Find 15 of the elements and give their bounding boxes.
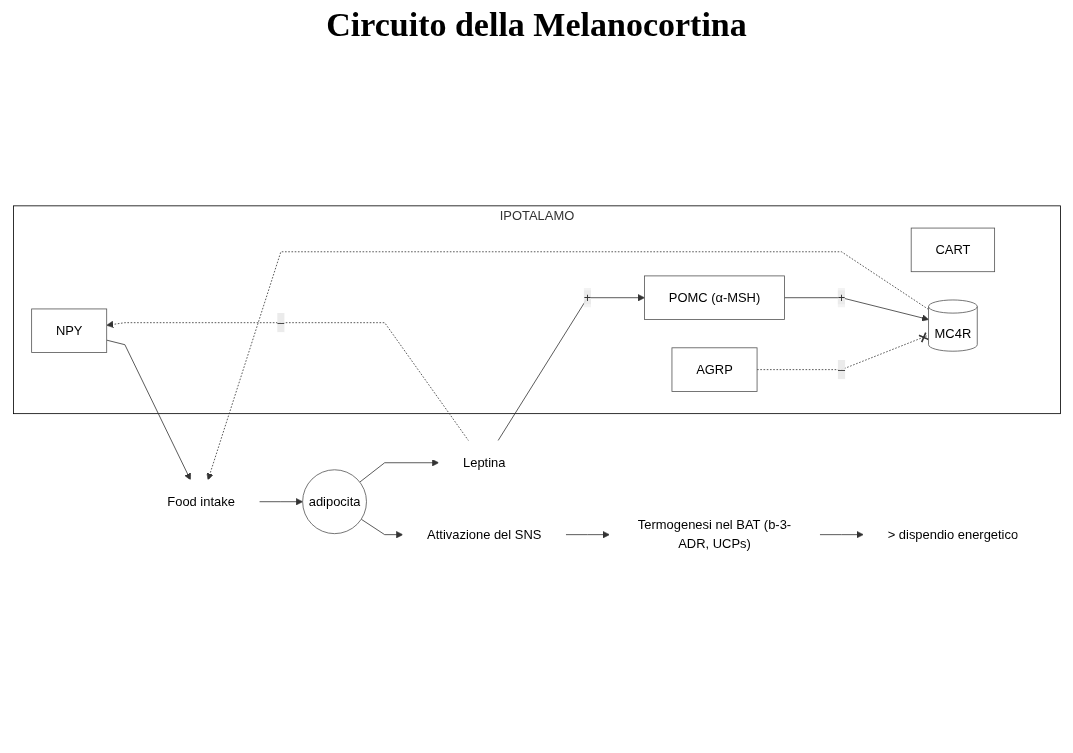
- node-text: Leptina: [462, 455, 505, 470]
- edge-label: +: [583, 290, 591, 305]
- node-box: POMC (α-MSH): [643, 275, 785, 320]
- node-box: CART: [910, 227, 995, 273]
- node-text: Food intake: [166, 494, 235, 509]
- node-box: AGRP: [671, 347, 757, 392]
- diagram-title: Circuito della Melanocortina: [325, 6, 748, 44]
- edge-label: –: [837, 362, 845, 377]
- node-text: Attivazione del SNS: [426, 527, 541, 542]
- node-box: NPY: [30, 308, 107, 353]
- node-circle: adipocita: [301, 469, 367, 535]
- edge-label: +: [837, 290, 845, 305]
- edge-label: –: [276, 315, 284, 330]
- node-text: > dispendio energetico: [887, 527, 1018, 542]
- node-text: Termogenesi nel BAT (b-3-ADR, UCPs): [637, 517, 791, 551]
